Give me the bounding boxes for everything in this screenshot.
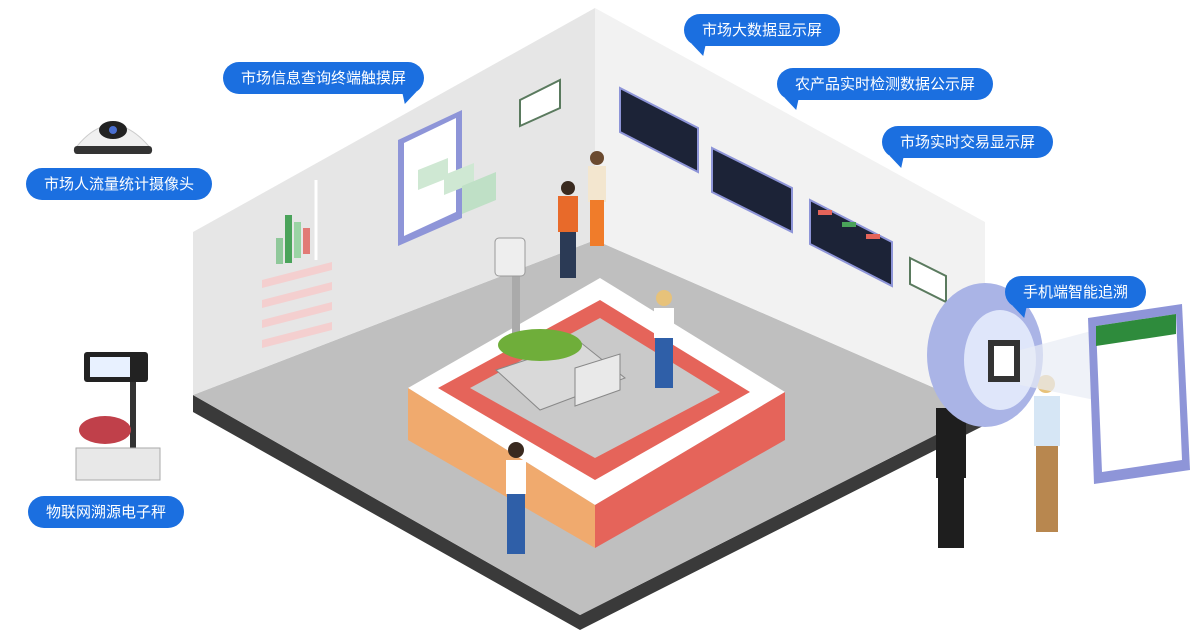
label-text: 市场人流量统计摄像头 xyxy=(44,175,195,193)
qr-scanner xyxy=(927,283,1095,427)
label-traffic-camera: 市场人流量统计摄像头 xyxy=(26,168,213,200)
inspection-screen xyxy=(711,146,793,234)
label-text: 市场信息查询终端触摸屏 xyxy=(241,69,407,87)
label-text: 物联网溯源电子秤 xyxy=(46,503,167,521)
label-inspection-screen: 农产品实时检测数据公示屏 xyxy=(777,68,994,110)
label-touch-screen: 市场信息查询终端触摸屏 xyxy=(223,62,425,104)
label-text: 手机端智能追溯 xyxy=(1023,283,1129,301)
electronic-scale xyxy=(494,237,626,411)
trade-screen xyxy=(809,198,893,288)
touch-screen-terminal xyxy=(398,110,496,246)
smartphone xyxy=(1088,304,1190,484)
label-trade-screen: 市场实时交易显示屏 xyxy=(882,126,1054,168)
label-text: 市场大数据显示屏 xyxy=(702,21,823,39)
label-iot-scale: 物联网溯源电子秤 xyxy=(28,496,185,528)
camera xyxy=(72,121,154,154)
wall-notice xyxy=(519,78,561,128)
bubble-tail xyxy=(889,156,909,168)
bubble-tail xyxy=(784,98,804,110)
bubble-tail xyxy=(691,44,711,56)
label-mobile-trace: 手机端智能追溯 xyxy=(1005,276,1147,318)
iot-scale-device xyxy=(75,352,161,481)
label-text: 农产品实时检测数据公示屏 xyxy=(795,75,976,93)
bubble-tail xyxy=(1012,306,1032,318)
big-data-screen xyxy=(619,86,699,174)
bar-chart-decoration xyxy=(262,180,332,348)
label-big-data-screen: 市场大数据显示屏 xyxy=(684,14,841,56)
label-text: 市场实时交易显示屏 xyxy=(900,133,1036,151)
